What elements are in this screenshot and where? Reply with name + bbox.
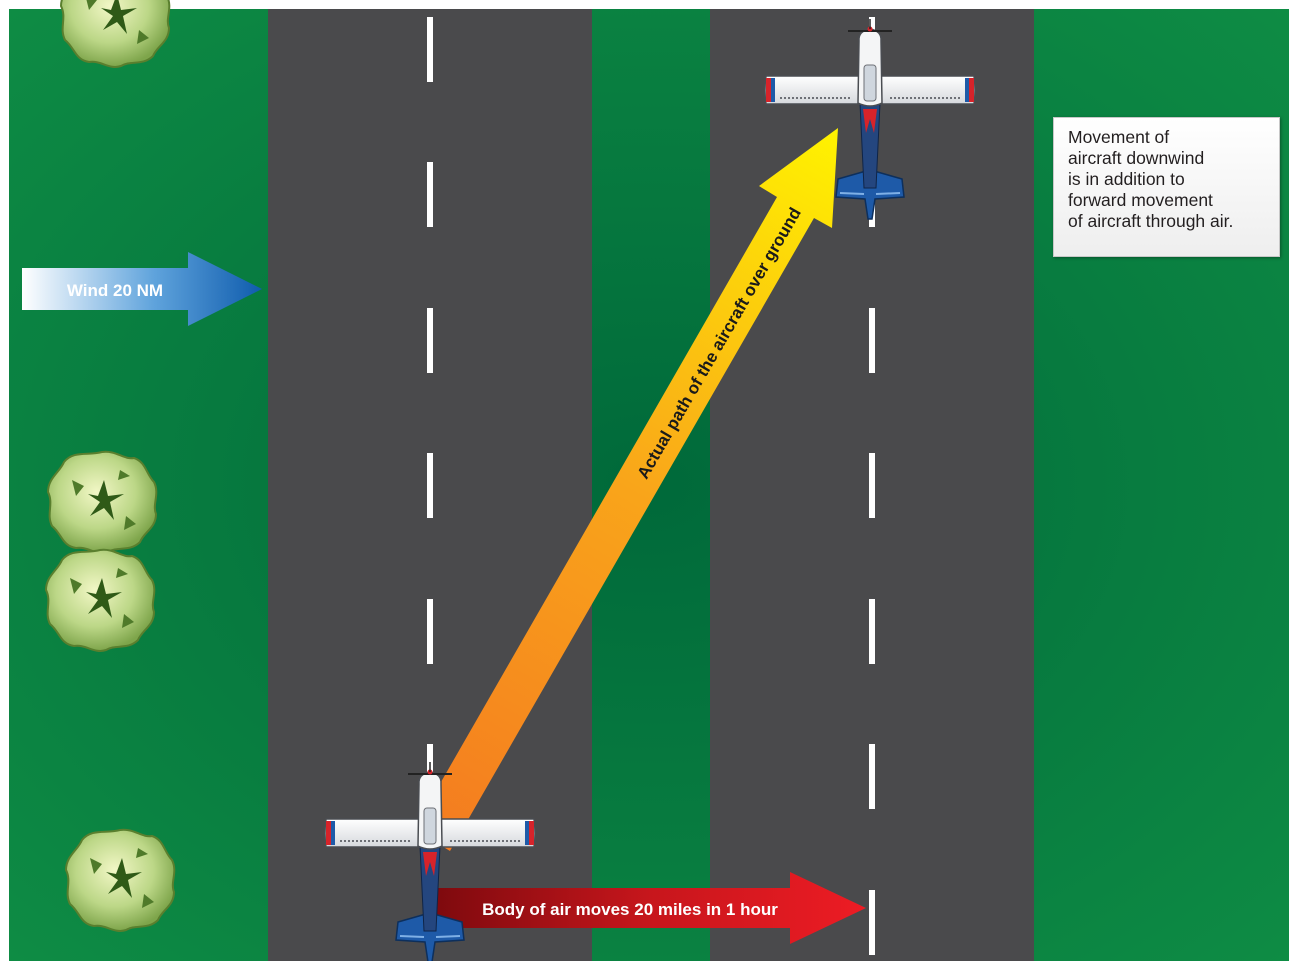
tree-icon [46,550,154,651]
note-line: Movement of [1068,127,1269,148]
note-line: forward movement [1068,190,1269,211]
note-line: is in addition to [1068,169,1269,190]
tree-icon [61,0,169,67]
explanation-note: Movement of aircraft downwind is in addi… [1053,117,1280,257]
tree-icon [66,830,174,931]
wind-label: Wind 20 NM [67,281,163,300]
note-line: of aircraft through air. [1068,211,1269,232]
air-movement-label: Body of air moves 20 miles in 1 hour [482,900,778,919]
note-line: aircraft downwind [1068,148,1269,169]
tree-icon [48,452,156,553]
